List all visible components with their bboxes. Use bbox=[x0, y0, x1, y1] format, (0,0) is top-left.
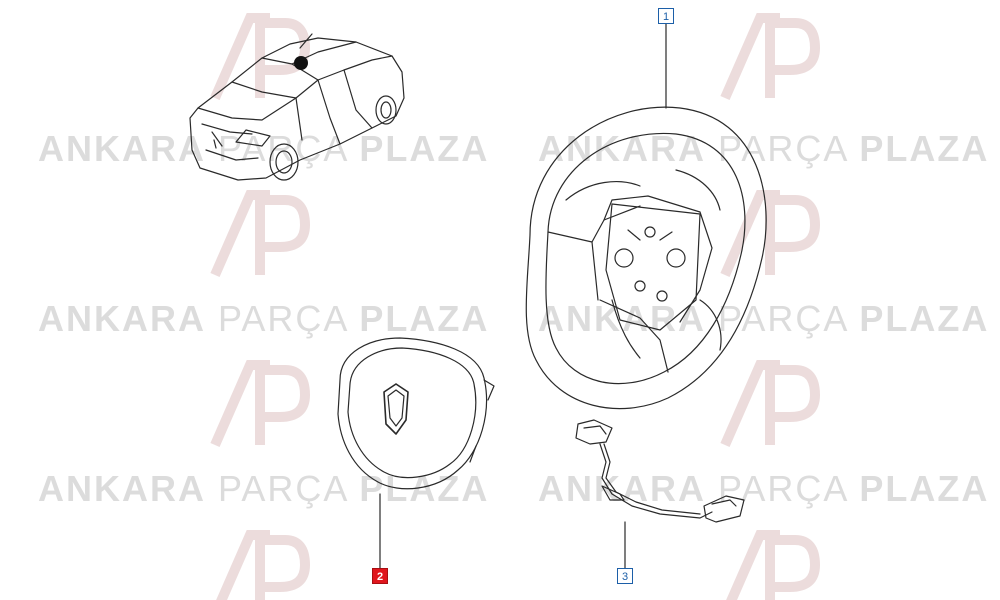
location-marker bbox=[294, 56, 308, 70]
airbag-illustration bbox=[337, 337, 495, 490]
watermark-text: ANKARA PARÇA PLAZA bbox=[538, 128, 990, 169]
watermark-logo bbox=[216, 530, 311, 600]
callout-part-3[interactable]: 3 bbox=[617, 568, 633, 584]
watermark-text: ANKARA PARÇA PLAZA bbox=[538, 468, 990, 509]
callout-part-2[interactable]: 2 bbox=[372, 568, 388, 584]
steering-wheel-illustration bbox=[525, 106, 767, 410]
watermark-logo bbox=[210, 190, 311, 278]
watermark-logo bbox=[210, 13, 311, 101]
callout-part-1[interactable]: 1 bbox=[658, 8, 674, 24]
watermark-logo bbox=[720, 360, 821, 448]
watermark-text: ANKARA PARÇA PLAZA bbox=[38, 128, 490, 169]
cable-harness-illustration bbox=[575, 419, 745, 523]
watermark-logo bbox=[720, 13, 821, 101]
watermark-text: ANKARA PARÇA PLAZA bbox=[38, 298, 490, 339]
watermark-logo bbox=[210, 360, 311, 448]
watermark-logo bbox=[720, 190, 821, 278]
watermark-text: ANKARA PARÇA PLAZA bbox=[38, 468, 490, 509]
car-illustration bbox=[189, 33, 405, 181]
watermark-logo bbox=[726, 530, 821, 600]
watermark-text: ANKARA PARÇA PLAZA bbox=[538, 298, 990, 339]
